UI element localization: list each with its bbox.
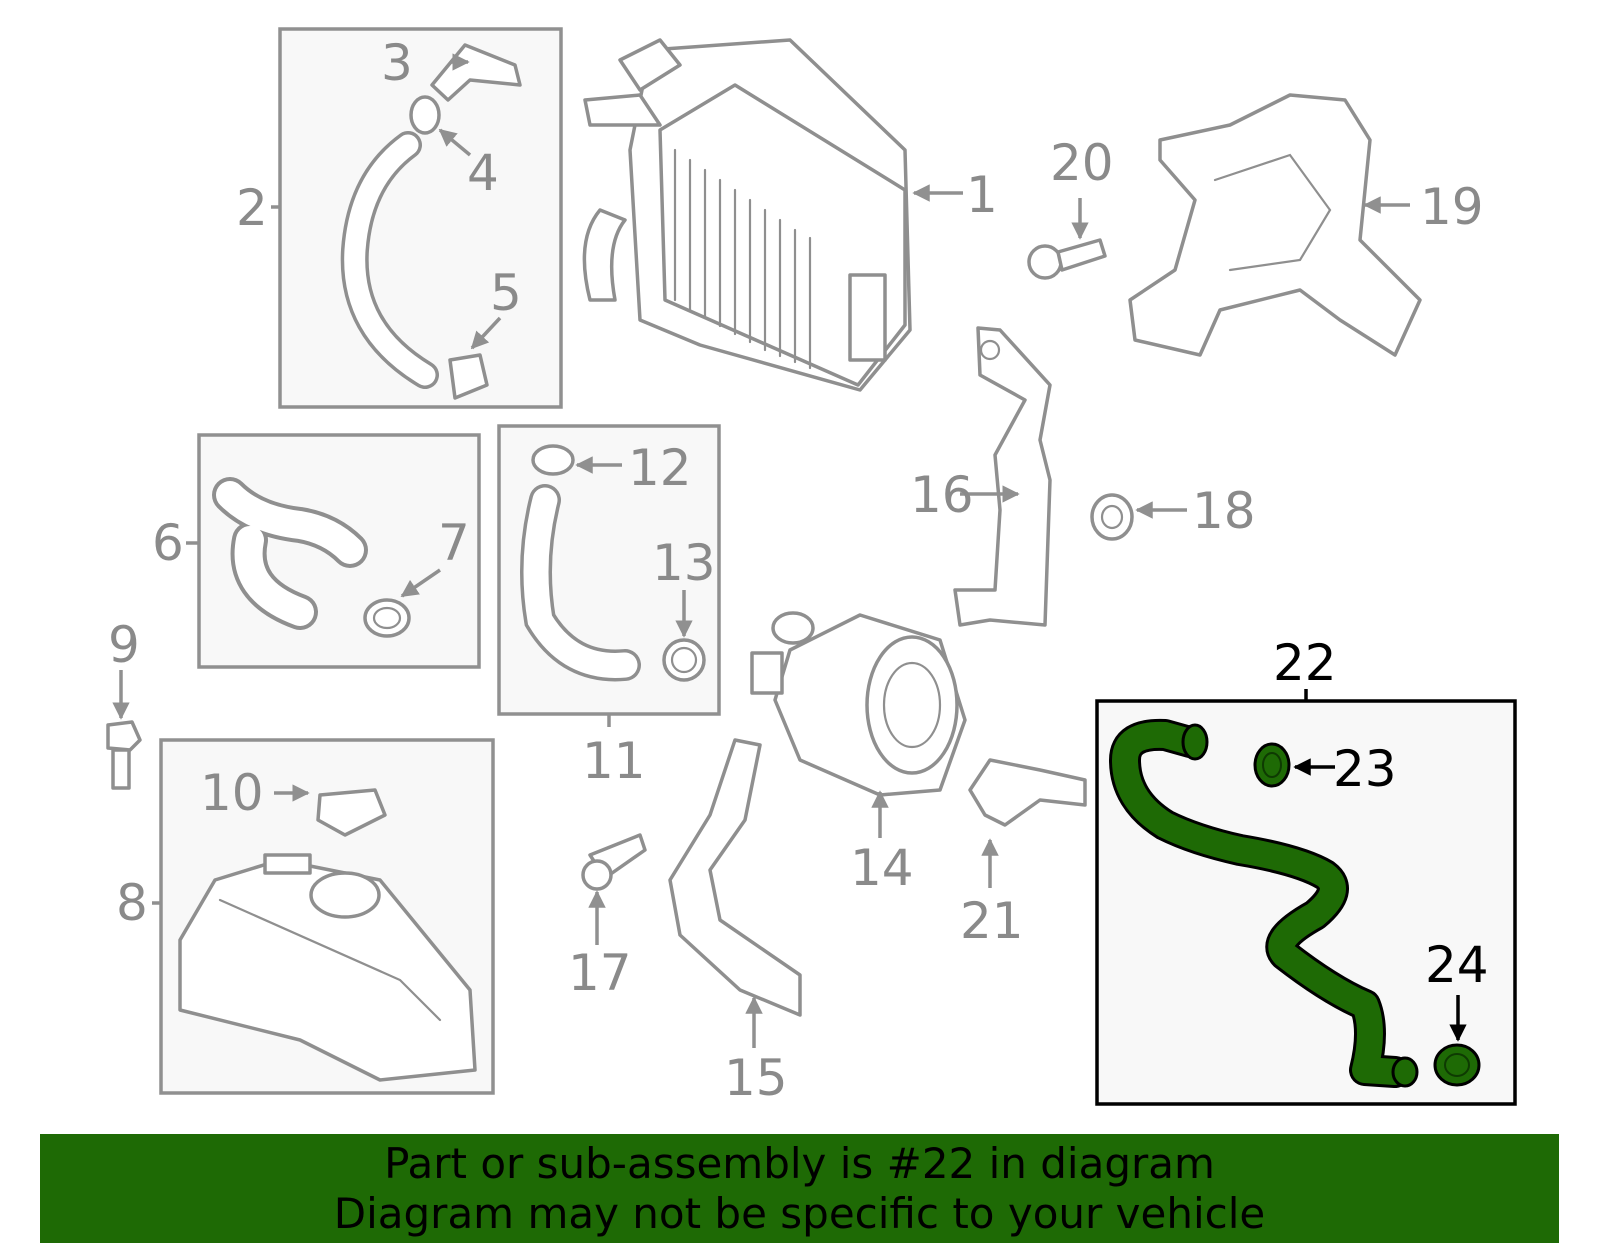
clamp-part-13[interactable] (662, 638, 706, 682)
label-part-15: 15 (724, 1049, 788, 1107)
label-part-19: 19 (1420, 178, 1484, 236)
label-part-11: 11 (582, 732, 646, 790)
bolt-part-17[interactable] (581, 833, 647, 891)
label-part-12: 12 (628, 439, 692, 497)
label-part-14: 14 (850, 839, 914, 897)
label-part-5: 5 (490, 264, 522, 322)
clamp-part-5[interactable] (448, 353, 489, 400)
hose-part-6[interactable] (212, 477, 368, 630)
bracket-part-16[interactable] (953, 326, 1052, 627)
label-part-17: 17 (568, 944, 632, 1002)
label-part-13: 13 (652, 534, 716, 592)
label-part-4: 4 (467, 144, 499, 202)
intercooler-part-1[interactable] (582, 38, 912, 392)
banner-line-disclaimer: Diagram may not be specific to your vehi… (333, 1189, 1266, 1238)
leader-lines (112, 53, 1467, 1048)
label-part-1: 1 (966, 166, 998, 224)
pump-part-14[interactable] (750, 611, 967, 797)
clamp-part-12[interactable] (531, 444, 575, 476)
grommet-part-18[interactable] (1090, 493, 1134, 541)
label-part-20: 20 (1050, 134, 1114, 192)
label-part-9: 9 (108, 616, 140, 674)
reservoir-part-8[interactable] (178, 853, 477, 1082)
clamp-part-4[interactable] (409, 95, 441, 135)
sensor-part-21[interactable] (968, 758, 1087, 827)
label-part-10: 10 (200, 764, 264, 822)
bracket-part-19[interactable] (1128, 93, 1422, 357)
banner-line-part-number: Part or sub-assembly is #22 in diagram (384, 1139, 1215, 1188)
bolt-part-20[interactable] (1027, 238, 1107, 280)
clamp-part-7[interactable] (363, 598, 411, 638)
clamp-part-23[interactable] (1253, 742, 1291, 788)
clamp-part-24[interactable] (1433, 1043, 1481, 1087)
label-part-21: 21 (960, 892, 1024, 950)
label-part-7: 7 (438, 514, 470, 572)
label-part-16: 16 (910, 466, 974, 524)
label-part-8: 8 (116, 874, 148, 932)
label-part-24: 24 (1425, 936, 1489, 994)
box-part-2 (278, 27, 563, 409)
label-part-23: 23 (1333, 740, 1397, 798)
bracket-part-15[interactable] (668, 738, 802, 1017)
info-banner: Part or sub-assembly is #22 in diagram D… (40, 1134, 1559, 1243)
hose-part-2[interactable] (340, 131, 439, 389)
label-part-6: 6 (152, 514, 184, 572)
label-part-18: 18 (1192, 482, 1256, 540)
cap-part-10[interactable] (316, 788, 387, 837)
label-part-2: 2 (236, 179, 268, 237)
label-part-22: 22 (1273, 634, 1337, 692)
label-part-3: 3 (381, 34, 413, 92)
hose-part-22[interactable] (1109, 718, 1419, 1088)
hose-part-11[interactable] (520, 484, 641, 682)
bolt-part-9[interactable] (106, 720, 142, 790)
